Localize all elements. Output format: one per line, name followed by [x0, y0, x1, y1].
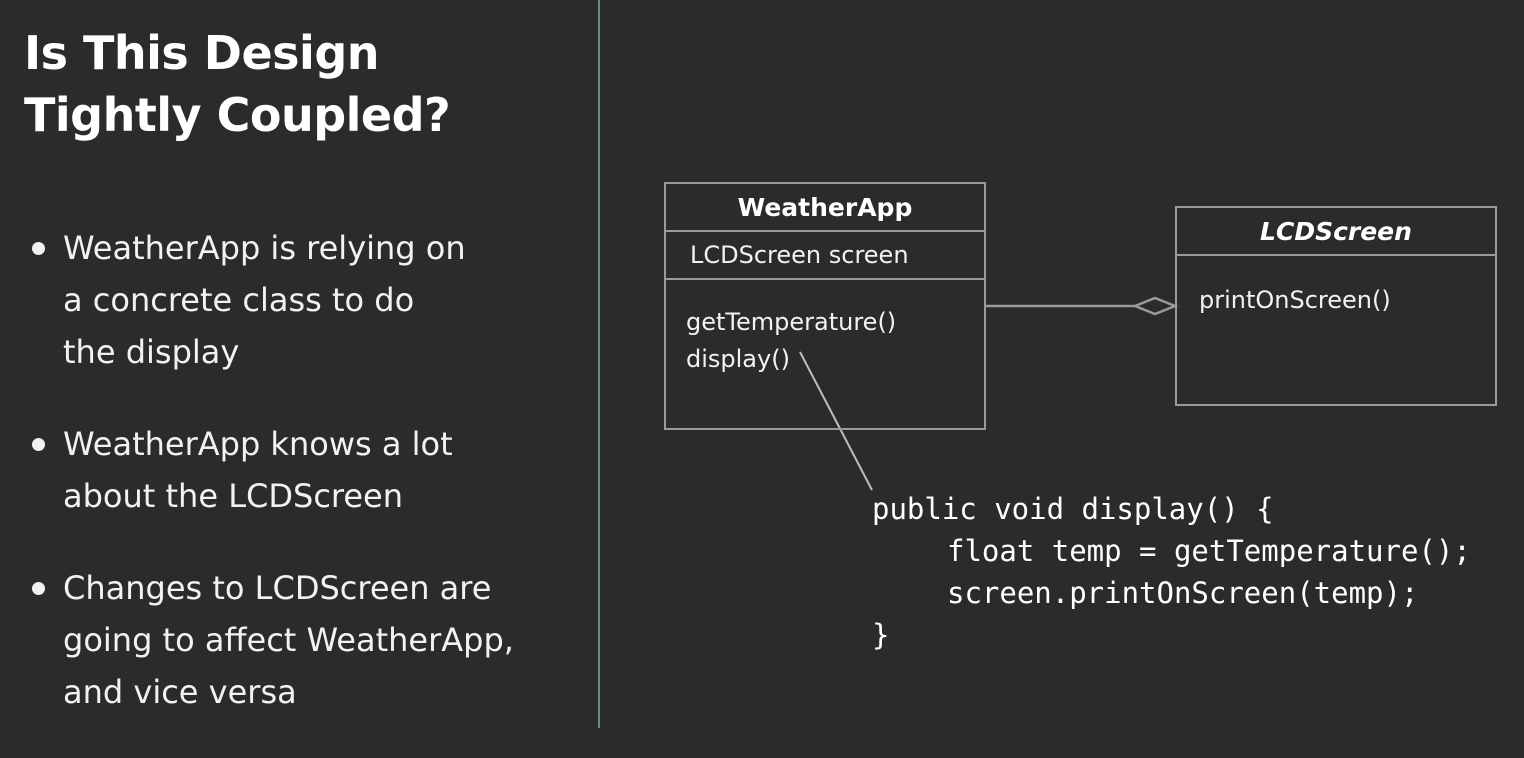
- bullet-item: WeatherApp is relying on a concrete clas…: [30, 222, 590, 378]
- bullet-dot-icon: [32, 438, 45, 451]
- bullet-text-line: a concrete class to do: [63, 281, 415, 319]
- method-print-on-screen: printOnScreen(): [1199, 286, 1391, 314]
- bullet-dot-icon: [32, 242, 45, 255]
- bullet-dot-icon: [32, 582, 45, 595]
- code-line: float temp = getTemperature();: [947, 534, 1471, 568]
- weatherapp-class-name: WeatherApp: [666, 184, 984, 232]
- weatherapp-class-box: WeatherApp LCDScreen screen getTemperatu…: [664, 182, 986, 430]
- bullet-list: WeatherApp is relying on a concrete clas…: [30, 222, 590, 758]
- lcdscreen-class-box: LCDScreen printOnScreen(): [1175, 206, 1497, 406]
- slide-title: Is This Design Tightly Coupled?: [24, 22, 584, 146]
- diagram-connectors: [799, 296, 1179, 491]
- left-panel: Is This Design Tightly Coupled? WeatherA…: [0, 0, 598, 728]
- bullet-text-line: Changes to LCDScreen are: [63, 569, 492, 607]
- code-line: public void display() {: [872, 492, 1274, 526]
- code-callout-line: [799, 351, 873, 491]
- panel-divider: [598, 0, 600, 728]
- code-line: }: [872, 618, 890, 652]
- bullet-text-line: and vice versa: [63, 673, 297, 711]
- bullet-text-line: about the LCDScreen: [63, 477, 404, 515]
- display-code-snippet: public void display() { float temp = getT…: [872, 488, 1471, 656]
- method-display: display(): [686, 345, 790, 373]
- bullet-text-line: going to affect WeatherApp,: [63, 621, 514, 659]
- bullet-text-line: the display: [63, 333, 240, 371]
- bullet-text-line: WeatherApp is relying on: [63, 229, 466, 267]
- aggregation-diamond-icon: [1131, 296, 1179, 316]
- bullet-text-line: WeatherApp knows a lot: [63, 425, 453, 463]
- bullet-item: WeatherApp knows a lot about the LCDScre…: [30, 418, 590, 522]
- code-line: screen.printOnScreen(temp);: [947, 576, 1419, 610]
- lcdscreen-methods: printOnScreen(): [1177, 256, 1495, 319]
- method-get-temperature: getTemperature(): [686, 308, 897, 336]
- weatherapp-attribute: LCDScreen screen: [666, 232, 984, 280]
- uml-diagram: WeatherApp LCDScreen screen getTemperatu…: [600, 0, 1524, 728]
- bullet-item: Changes to LCDScreen are going to affect…: [30, 562, 590, 718]
- slide-title-line-2: Tightly Coupled?: [24, 88, 451, 142]
- lcdscreen-class-name: LCDScreen: [1177, 208, 1495, 256]
- weatherapp-methods: getTemperature() display(): [666, 280, 984, 378]
- slide-title-line-1: Is This Design: [24, 26, 380, 80]
